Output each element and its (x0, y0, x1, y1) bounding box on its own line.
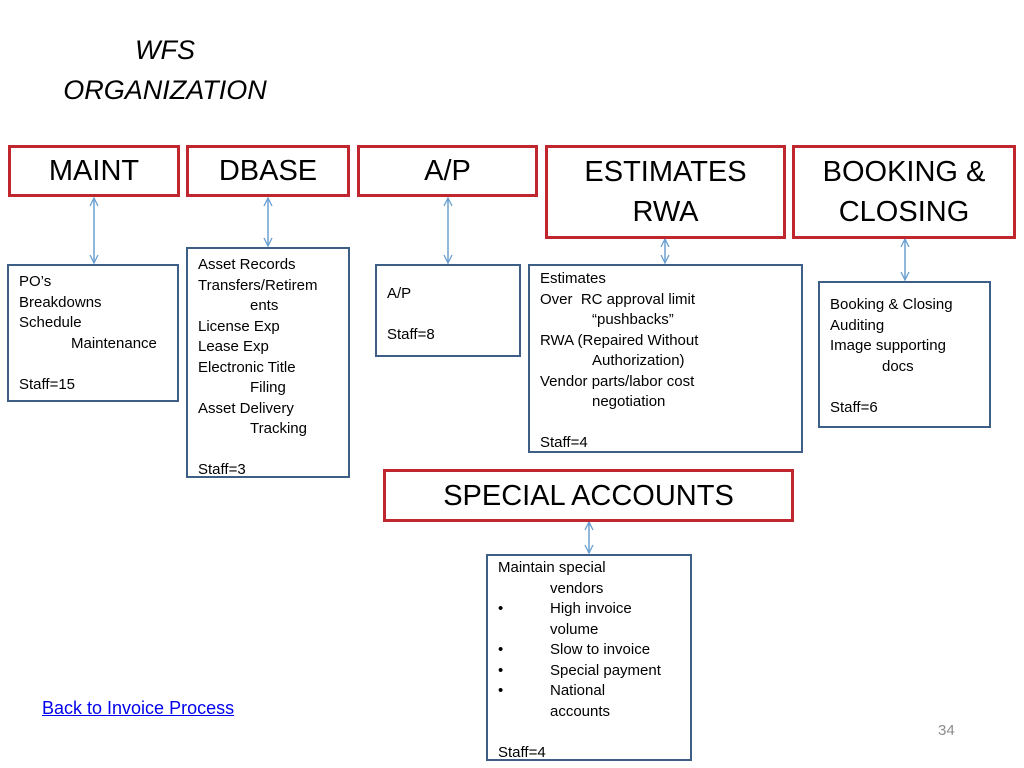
dbase-detail-line: Tracking (250, 420, 307, 437)
ap-header-box: A/P (357, 145, 538, 197)
booking-details-box: Booking & Closing Auditing Image support… (818, 281, 991, 428)
special-detail-line: vendors (550, 579, 604, 597)
maint-detail-line: Maintenance (71, 334, 157, 352)
special-accounts-details-box: Maintain special vendors • High invoice v… (486, 554, 692, 761)
dbase-header-label: DBASE (218, 155, 318, 187)
special-bullet-item: • Special payment (498, 661, 680, 682)
bullet-text: Special payment (550, 661, 661, 679)
ap-detail-line: A/P (387, 285, 412, 302)
page-number: 34 (938, 722, 955, 739)
dbase-header-box: DBASE (186, 145, 350, 197)
estimates-detail-line: Over RC approval limit (540, 290, 696, 308)
slide-title: WFS ORGANIZATION (30, 30, 300, 110)
estimates-detail-line: RWA (Repaired Without (540, 331, 699, 349)
dbase-detail-line: Asset Records (198, 256, 296, 273)
spacer (830, 377, 979, 398)
maint-details-box: PO’s Breakdowns Schedule Maintenance Sta… (7, 264, 179, 402)
booking-detail-line: Image supporting (830, 337, 946, 354)
estimates-header-line-2: RWA (632, 196, 699, 228)
ap-details-box: A/P Staff=8 (375, 264, 521, 357)
estimates-detail-line: Authorization) (592, 352, 685, 369)
dbase-details-box: Asset Records Transfers/Retirem ents Lic… (186, 247, 350, 478)
title-line-1: WFS (135, 35, 195, 65)
booking-header-line-2: CLOSING (838, 196, 970, 228)
title-line-2: ORGANIZATION (63, 75, 267, 105)
bullet-glyph: • (498, 600, 504, 617)
dbase-detail-line: Transfers/Retirem (198, 276, 318, 294)
estimates-detail-line: negotiation (592, 393, 666, 410)
spacer (19, 354, 167, 375)
spacer (387, 305, 509, 326)
estimates-detail-line: Estimates (540, 270, 606, 287)
booking-header-box: BOOKING & CLOSING (792, 145, 1016, 239)
dbase-detail-line: Lease Exp (198, 338, 269, 355)
maint-detail-line: Schedule (19, 314, 82, 331)
booking-header-line-1: BOOKING & (822, 156, 986, 188)
bullet-text: National (550, 682, 606, 699)
bullet-glyph: • (498, 641, 504, 658)
special-detail-line: volume (550, 620, 599, 638)
estimates-detail-line: “pushbacks” (592, 311, 674, 328)
bullet-glyph: • (498, 661, 504, 679)
booking-detail-line: Booking & Closing (830, 296, 953, 313)
booking-detail-line: Auditing (830, 316, 885, 334)
booking-staff-count: Staff=6 (830, 398, 878, 416)
special-bullet-item: • National (498, 681, 680, 702)
dbase-detail-line: Filing (250, 379, 286, 396)
estimates-header-box: ESTIMATES RWA (545, 145, 786, 239)
maint-header-label: MAINT (48, 155, 140, 187)
dbase-detail-line: Electronic Title (198, 358, 296, 376)
special-accounts-header-box: SPECIAL ACCOUNTS (383, 469, 794, 522)
estimates-staff-count: Staff=4 (540, 434, 588, 451)
bullet-glyph: • (498, 682, 504, 699)
special-accounts-header-label: SPECIAL ACCOUNTS (443, 479, 734, 512)
spacer (198, 440, 338, 461)
estimates-header-line-1: ESTIMATES (584, 156, 747, 188)
spacer (540, 413, 791, 434)
maint-staff-count: Staff=15 (19, 375, 76, 393)
special-bullet-item: • High invoice (498, 599, 680, 620)
dbase-detail-line: Asset Delivery (198, 399, 294, 417)
ap-staff-count: Staff=8 (387, 326, 435, 343)
dbase-detail-line: License Exp (198, 317, 280, 335)
maint-header-box: MAINT (8, 145, 180, 197)
special-detail-line: accounts (550, 702, 611, 720)
maint-detail-line: Breakdowns (19, 293, 102, 311)
ap-header-label: A/P (424, 155, 471, 187)
bullet-text: Slow to invoice (550, 641, 651, 658)
estimates-details-box: Estimates Over RC approval limit “pushba… (528, 264, 803, 453)
maint-detail-line: PO’s (19, 273, 52, 290)
booking-detail-line: docs (882, 357, 914, 375)
dbase-staff-count: Staff=3 (198, 461, 246, 478)
bullet-text: High invoice (550, 600, 632, 617)
special-staff-count: Staff=4 (498, 743, 546, 761)
back-to-invoice-process-link[interactable]: Back to Invoice Process (42, 698, 235, 718)
dbase-detail-line: ents (250, 297, 279, 314)
spacer (498, 722, 680, 743)
estimates-detail-line: Vendor parts/labor cost (540, 372, 695, 390)
special-bullet-item: • Slow to invoice (498, 640, 680, 661)
special-detail-line: Maintain special (498, 559, 606, 576)
